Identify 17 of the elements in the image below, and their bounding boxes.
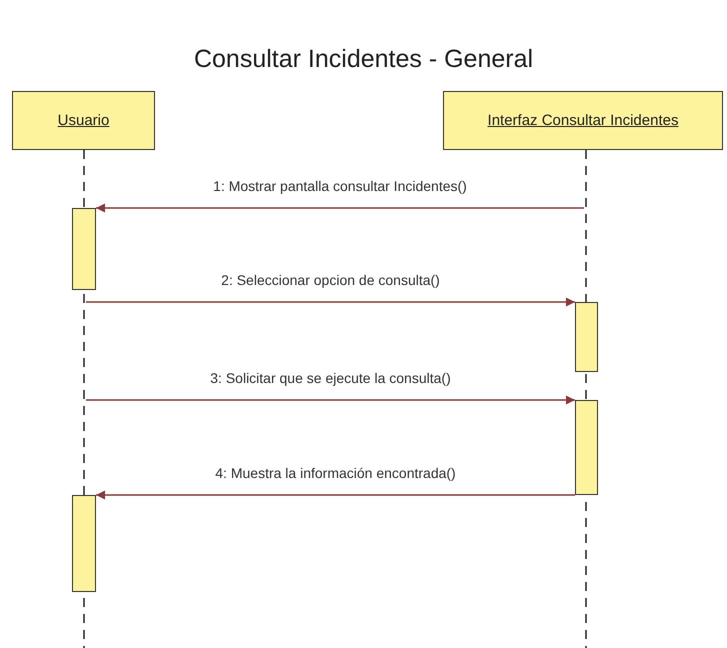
object-box [443, 91, 723, 150]
activation-bar [72, 208, 96, 290]
activation-bar [575, 302, 598, 372]
object-name: Interfaz Consultar Incidentes [488, 112, 678, 129]
object-box [12, 91, 155, 150]
message-label: 4: Muestra la información encontrada() [215, 465, 456, 481]
message-arrow [86, 298, 575, 306]
activation-bar [72, 495, 96, 592]
message-label: 3: Solicitar que se ejecute la consulta() [210, 370, 451, 386]
message-arrow [86, 396, 575, 404]
object-name: Usuario [58, 112, 110, 129]
message-arrow [96, 490, 575, 500]
activation-bar [575, 400, 598, 495]
message-label: 2: Seleccionar opcion de consulta() [221, 272, 440, 288]
message-arrow [96, 204, 584, 212]
message-label: 1: Mostrar pantalla consultar Incidentes() [213, 178, 467, 194]
diagram-title: Consultar Incidentes - General [192, 45, 534, 74]
